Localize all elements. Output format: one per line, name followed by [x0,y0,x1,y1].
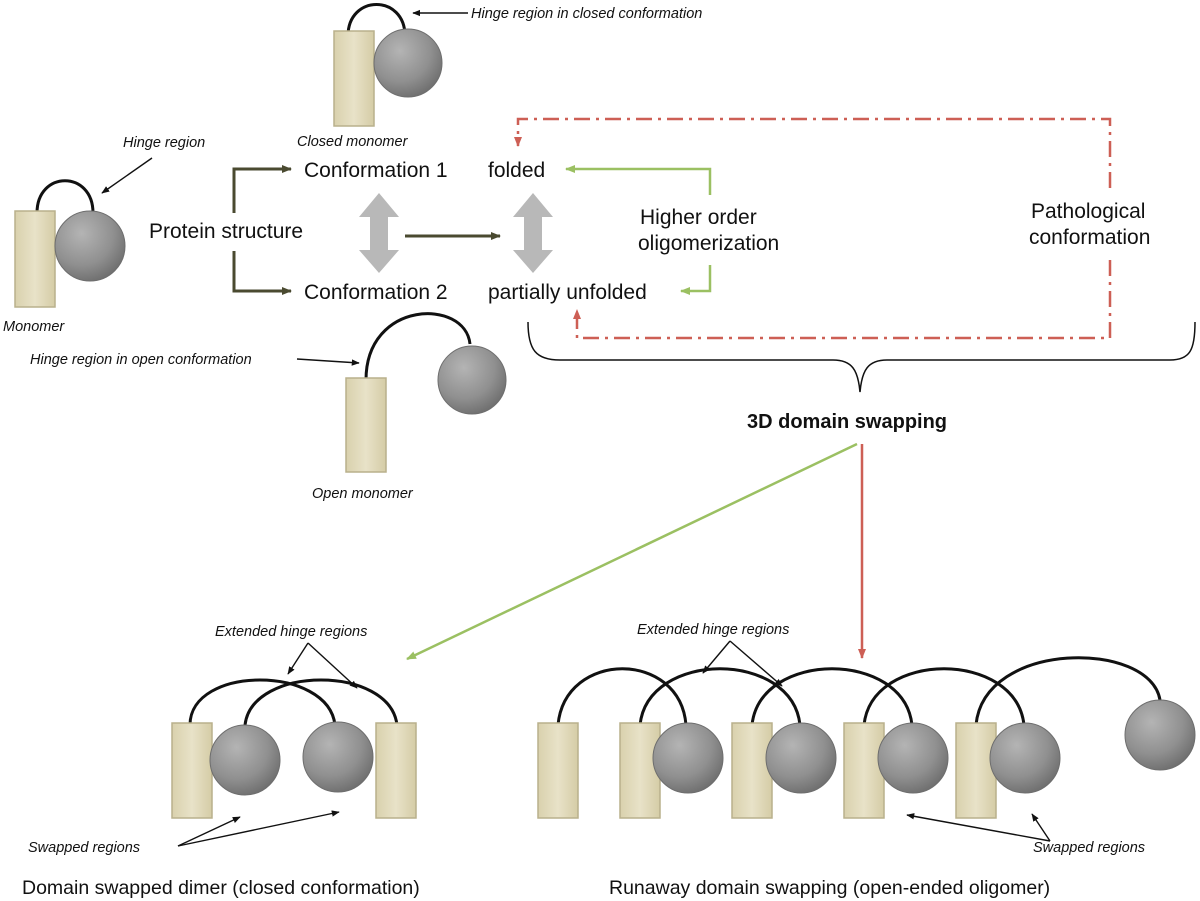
extended-hinge-arrow-right-2 [729,640,783,687]
green-loop-arrow-top [565,165,712,195]
higher-order-label-2: oligomerization [638,232,779,255]
extended-hinge-arrow-left-2 [307,642,358,689]
hinge-open-arrow [296,358,360,366]
caption-runaway: Runaway domain swapping (open-ended olig… [609,877,1050,899]
open-monomer-figure [345,312,507,473]
domain-swapping-label: 3D domain swapping [747,411,947,433]
conformation1-label: Conformation 1 [304,159,448,182]
monomer-figure [14,179,126,308]
green-loop-arrow-bottom [680,265,712,295]
branch-arrow-up [232,165,292,213]
caption-dimer: Domain swapped dimer (closed conformatio… [22,877,420,899]
swapped-arrow-left-1 [177,816,241,847]
partially-unfolded-label: partially unfolded [488,281,647,304]
swapped-arrow-left-2 [177,810,340,847]
closed-monomer-label: Closed monomer [297,134,409,150]
pathological-loop-arrow-top [514,117,1112,188]
domain-swapping-brace [527,321,1196,393]
folded-label: folded [488,159,545,182]
extended-hinge-arrow-left-1 [287,642,309,675]
swapped-arrow-right-2 [1031,813,1051,842]
monomer-label: Monomer [3,319,65,335]
conformation-double-arrow [359,193,399,273]
open-monomer-label: Open monomer [312,486,414,502]
closed-monomer-figure [333,3,443,127]
hinge-region-label: Hinge region [123,135,205,151]
extended-hinge-label-right: Extended hinge regions [637,622,789,638]
hinge-closed-label: Hinge region in closed conformation [471,6,702,22]
hinge-open-label: Hinge region in open conformation [30,352,252,368]
runaway-oligomer-figure [537,656,1196,819]
pathological-loop-arrow-bottom [573,260,1112,340]
protein-structure-label: Protein structure [149,220,303,243]
swapped-regions-label-left: Swapped regions [28,840,140,856]
dimer-pathway-arrow [406,442,858,661]
extended-hinge-label-left: Extended hinge regions [215,624,367,640]
hinge-region-arrow [101,157,153,194]
conformation2-label: Conformation 2 [304,281,448,304]
swapped-regions-label-right: Swapped regions [1033,840,1145,856]
swapped-arrow-right-1 [906,813,1051,842]
dimer-figure [171,678,417,819]
folding-double-arrow [513,193,553,273]
pathological-label-1: Pathological [1031,200,1145,223]
higher-order-label-1: Higher order [640,206,757,229]
extended-hinge-arrow-right-1 [702,640,731,674]
pathological-label-2: conformation [1029,226,1150,249]
branch-arrow-down [232,251,292,295]
